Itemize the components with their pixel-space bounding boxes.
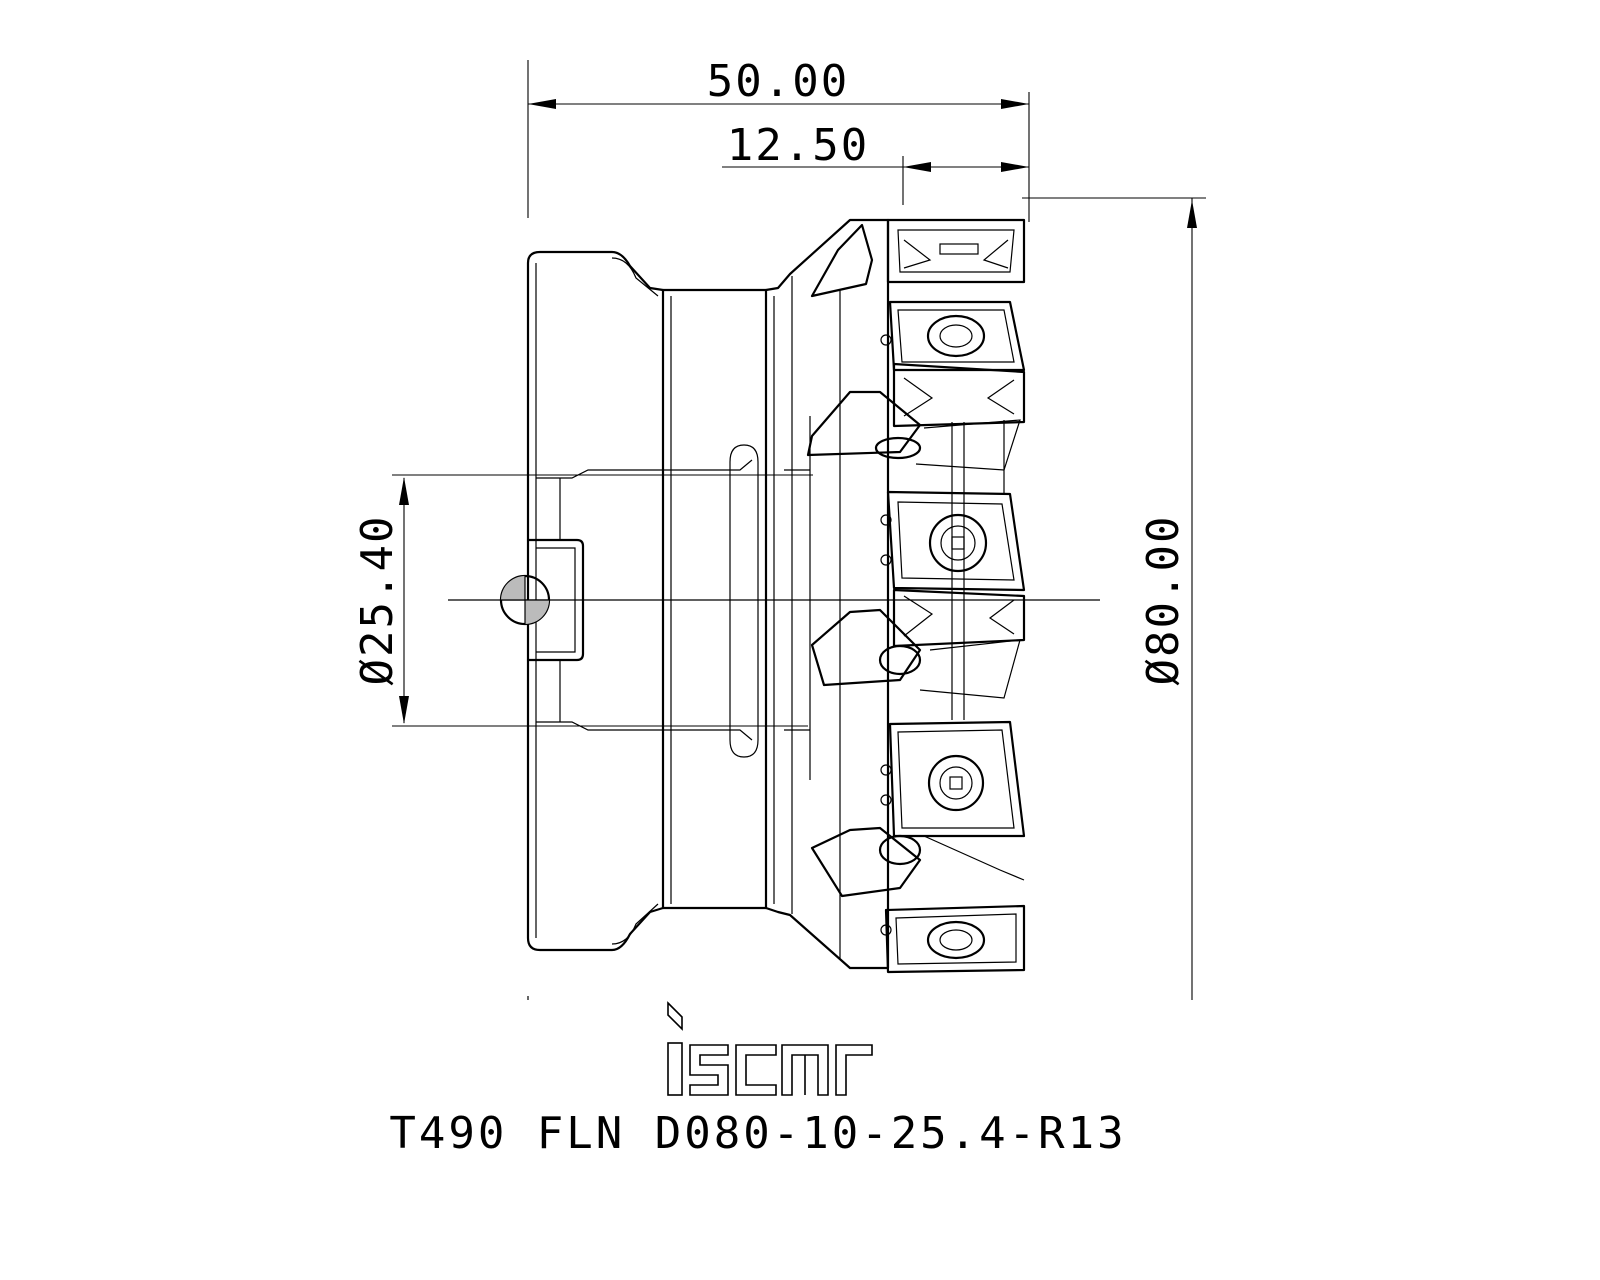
dim-label-cutting-diameter: Ø80.00 — [1138, 515, 1189, 686]
dimension-cutting-diameter: Ø80.00 — [1022, 197, 1206, 1000]
tool-designation: T490 FLN D080-10-25.4-R13 — [389, 1108, 1126, 1159]
cutting-inserts — [880, 218, 1026, 974]
cutter-body — [526, 218, 890, 970]
dimension-insert-offset: 12.50 — [722, 120, 1029, 205]
dimension-overall-length: 50.00 — [527, 56, 1030, 222]
iscar-logo — [667, 1001, 873, 1096]
dimension-bore-diameter: Ø25.40 — [352, 474, 813, 727]
dim-label-insert-offset: 12.50 — [727, 120, 869, 171]
insert-pockets — [806, 223, 922, 898]
dim-label-bore-diameter: Ø25.40 — [352, 515, 403, 686]
dim-label-overall-length: 50.00 — [707, 56, 849, 107]
drive-key-section — [499, 574, 551, 626]
